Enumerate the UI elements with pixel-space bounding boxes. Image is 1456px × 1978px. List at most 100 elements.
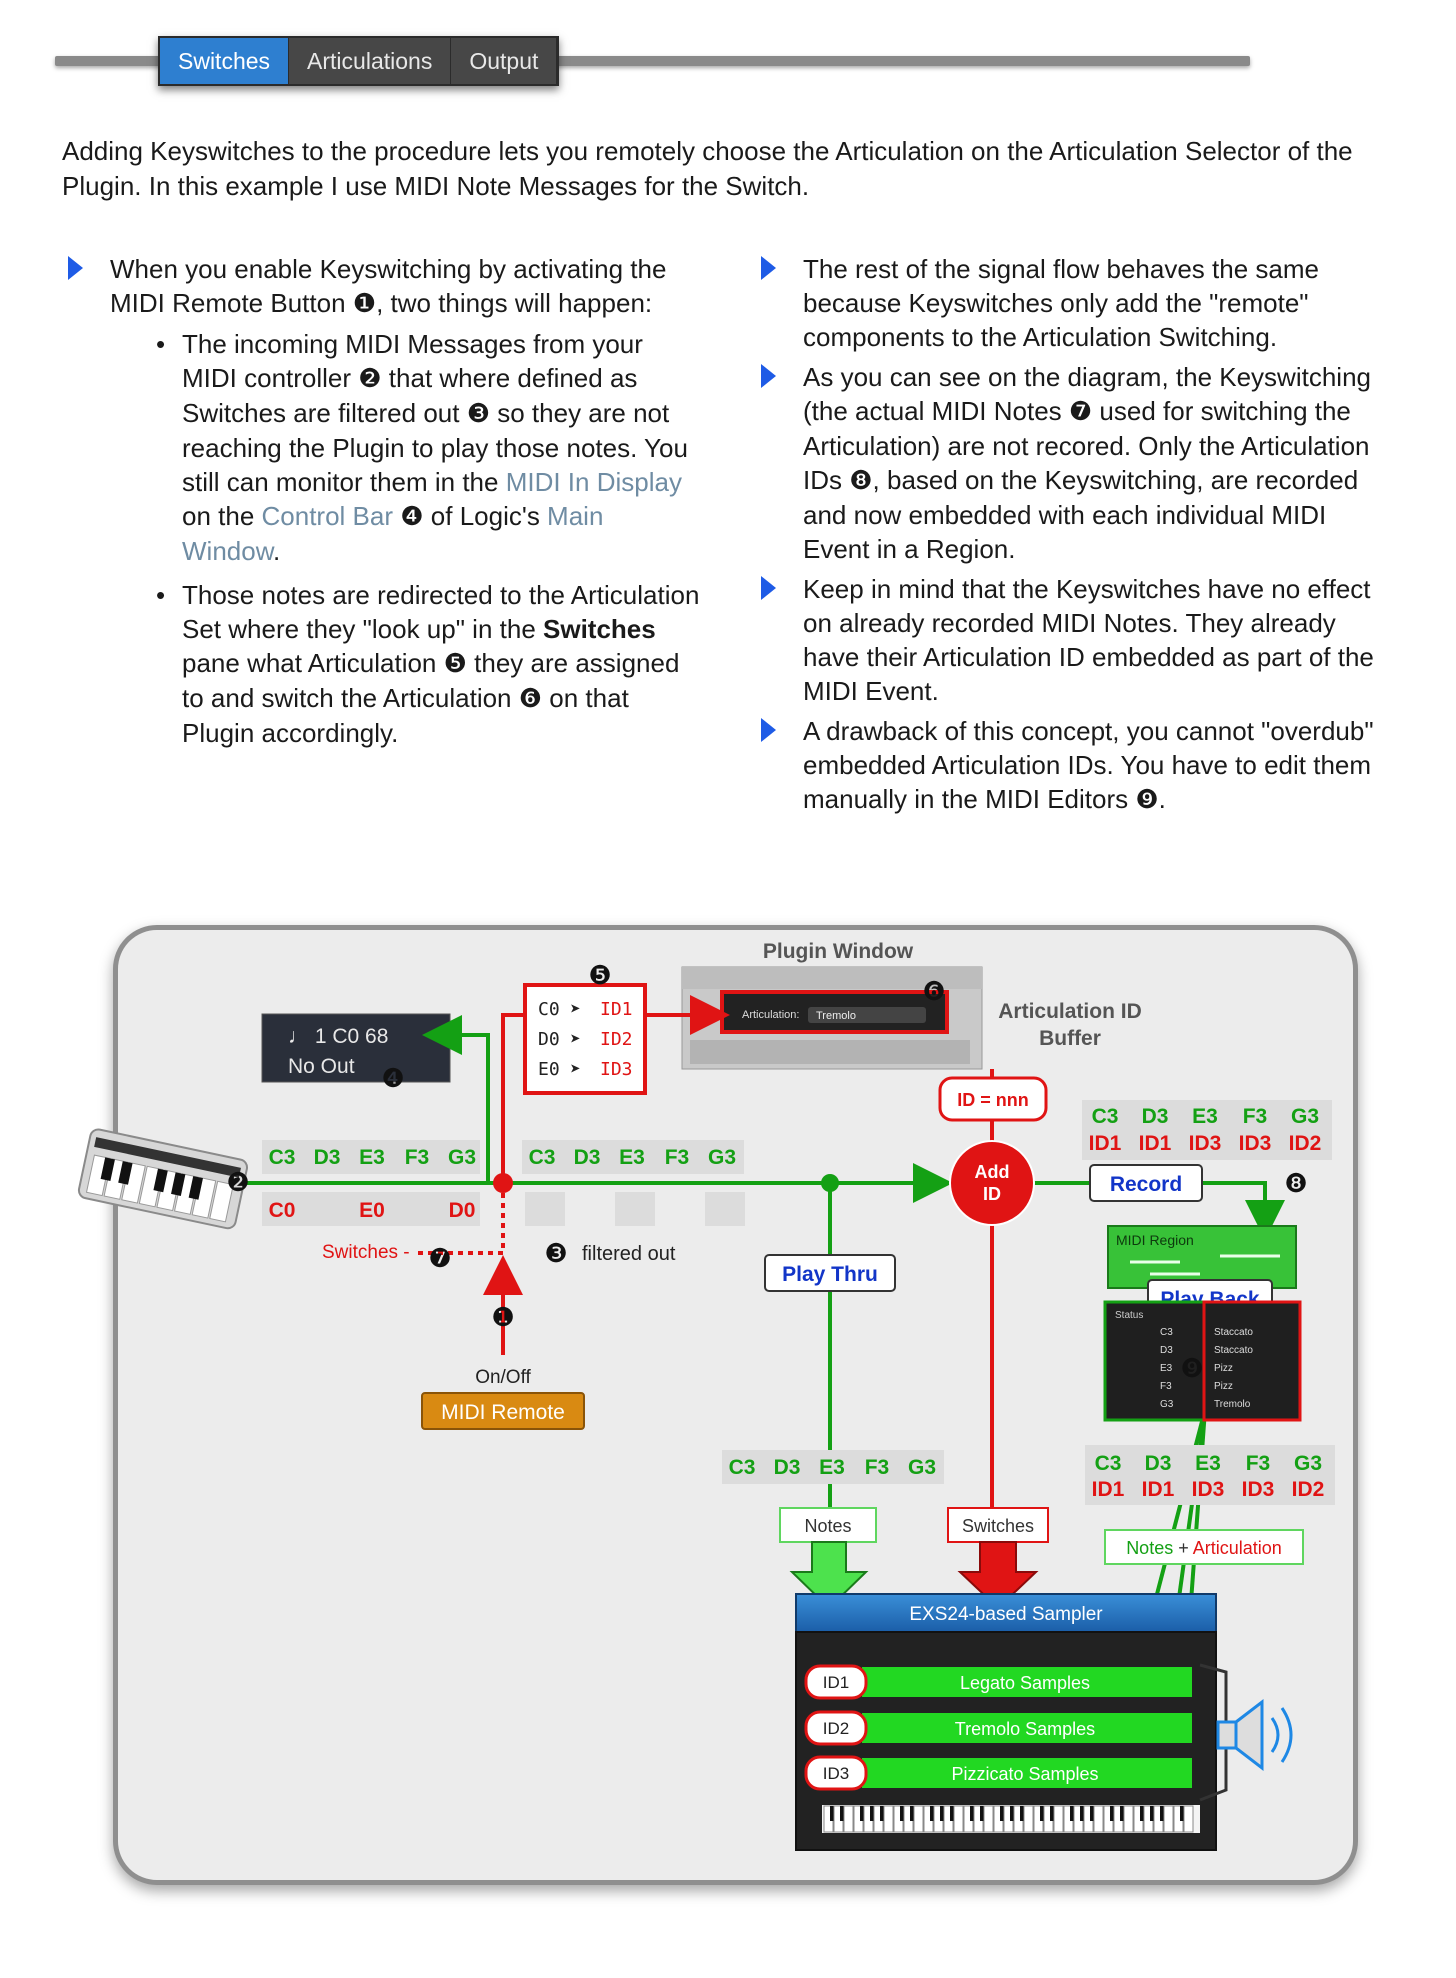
- white-key: [913, 1805, 924, 1833]
- white-key: [1053, 1805, 1064, 1833]
- tab-articulations[interactable]: Articulations: [289, 38, 452, 84]
- white-key: [1093, 1805, 1104, 1833]
- buffer-label-2: Buffer: [1039, 1027, 1101, 1050]
- black-key: [910, 1806, 916, 1821]
- black-key: [1010, 1806, 1016, 1821]
- play-thru-notes: C3 D3 E3 F3 G3: [722, 1450, 944, 1484]
- black-key: [950, 1806, 956, 1821]
- badge-8: ❽: [1284, 1169, 1307, 1199]
- black-key: [1120, 1806, 1126, 1821]
- map-note-2: E0: [538, 1059, 560, 1080]
- svg-text:E3: E3: [1195, 1452, 1221, 1475]
- black-key: [980, 1806, 986, 1821]
- articulation-value[interactable]: Tremolo: [816, 1010, 856, 1022]
- svg-text:ID3: ID3: [1189, 1132, 1222, 1155]
- tab-switches[interactable]: Switches: [160, 38, 290, 84]
- link-midi-in-display[interactable]: MIDI In Display: [505, 467, 682, 497]
- map-id-0: ID1: [600, 999, 633, 1020]
- svg-text:ID1: ID1: [1139, 1132, 1172, 1155]
- svg-text:E3: E3: [1160, 1363, 1173, 1374]
- svg-text:ID: ID: [983, 1184, 1001, 1204]
- notes-arrow: [789, 1541, 869, 1610]
- play-thru-box: [764, 1254, 896, 1292]
- white-key: [953, 1805, 964, 1833]
- black-key: [900, 1806, 906, 1821]
- svg-text:D3: D3: [1142, 1105, 1169, 1128]
- black-key: [880, 1806, 886, 1821]
- lane-id3-pill[interactable]: [804, 1755, 868, 1791]
- switches-box: [947, 1507, 1049, 1543]
- svg-text:Switches: Switches: [962, 1516, 1034, 1536]
- svg-text:C3: C3: [1160, 1327, 1173, 1338]
- svg-text:Add: Add: [975, 1162, 1010, 1182]
- badge-5: ❺: [588, 961, 611, 991]
- svg-text:C0: C0: [269, 1199, 296, 1222]
- right-column: The rest of the signal flow behaves the …: [755, 252, 1395, 823]
- midi-in-line2: No Out: [288, 1055, 355, 1078]
- map-arrow-0: ➤: [570, 999, 581, 1020]
- black-key: [1110, 1806, 1116, 1821]
- black-key: [1080, 1806, 1086, 1821]
- black-key: [830, 1806, 836, 1821]
- svg-text:Tremolo: Tremolo: [1214, 1399, 1251, 1410]
- black-key: [1070, 1806, 1076, 1821]
- svg-text:F3: F3: [1246, 1452, 1271, 1475]
- intro-paragraph: Adding Keyswitches to the procedure lets…: [62, 136, 1353, 201]
- midi-remote-button[interactable]: [421, 1392, 585, 1430]
- midi-region-label: MIDI Region: [1116, 1232, 1194, 1248]
- black-key: [1150, 1806, 1156, 1821]
- link-main-window[interactable]: Main Window: [182, 501, 604, 566]
- svg-text:E3: E3: [1192, 1105, 1218, 1128]
- incoming-notes: C3 D3 E3 F3 G3 C0 E0 D0: [262, 1140, 480, 1226]
- white-key: [1123, 1805, 1134, 1833]
- badge-7: ❼: [428, 1244, 451, 1274]
- tab-bar: Switches Articulations Output: [158, 36, 560, 86]
- svg-text:Staccato: Staccato: [1214, 1327, 1253, 1338]
- switch-redirect-line: [501, 1013, 525, 1183]
- svg-text:E3: E3: [359, 1146, 385, 1169]
- map-note-0: C0: [538, 999, 560, 1020]
- svg-text:G3: G3: [1294, 1452, 1322, 1475]
- svg-text:E3: E3: [819, 1456, 845, 1479]
- svg-text:D3: D3: [314, 1146, 341, 1169]
- badge-1: ❶: [352, 289, 377, 319]
- monitor-line: [422, 1015, 490, 1183]
- svg-text:Pizz: Pizz: [1214, 1381, 1233, 1392]
- svg-text:D3: D3: [574, 1146, 601, 1169]
- link-control-bar[interactable]: Control Bar: [261, 501, 394, 531]
- svg-text:G3: G3: [448, 1146, 476, 1169]
- badge-2: ❷: [226, 1168, 249, 1198]
- bullet-signal-flow: The rest of the signal flow behaves the …: [755, 252, 1395, 354]
- record-box: [1089, 1164, 1203, 1202]
- tab-output[interactable]: Output: [451, 38, 558, 84]
- lane-id1-pill[interactable]: [804, 1664, 868, 1700]
- switches-note-label: Switches -: [322, 1242, 410, 1263]
- sampler-title: EXS24-based Sampler: [909, 1604, 1103, 1625]
- svg-text:C3: C3: [529, 1146, 556, 1169]
- svg-text:F3: F3: [665, 1146, 690, 1169]
- svg-text:C3: C3: [269, 1146, 296, 1169]
- white-key: [1023, 1805, 1034, 1833]
- lane-id2-pill[interactable]: [804, 1710, 868, 1746]
- sampler-keyboard: [823, 1805, 1194, 1833]
- svg-text:D3: D3: [1160, 1345, 1173, 1356]
- id-row-top: C3 D3 E3 F3 G3 ID1 ID1 ID3 ID3 ID2: [1082, 1100, 1332, 1160]
- plugin-window-thumbnail: Articulation: Tremolo: [681, 966, 983, 1070]
- svg-text:Pizz: Pizz: [1214, 1363, 1233, 1374]
- svg-text:Pizzicato Samples: Pizzicato Samples: [951, 1764, 1098, 1784]
- badge-9: ❾: [1180, 1354, 1203, 1384]
- badge-4: ❹: [381, 1064, 404, 1094]
- svg-text:G3: G3: [908, 1456, 936, 1479]
- header-rule: [55, 56, 1250, 66]
- white-key: [1183, 1805, 1194, 1833]
- sub-bullet-redirected: • Those notes are redirected to the Arti…: [156, 580, 700, 748]
- articulation-label: Articulation:: [742, 1009, 799, 1021]
- svg-text:Staccato: Staccato: [1214, 1345, 1253, 1356]
- bullet-keep-in-mind: Keep in mind that the Keyswitches have n…: [755, 572, 1395, 708]
- add-id-node: [949, 1140, 1035, 1226]
- white-key: [983, 1805, 994, 1833]
- notes-articulation-box: [1104, 1529, 1304, 1565]
- black-key: [930, 1806, 936, 1821]
- black-key: [1180, 1806, 1186, 1821]
- black-key: [970, 1806, 976, 1821]
